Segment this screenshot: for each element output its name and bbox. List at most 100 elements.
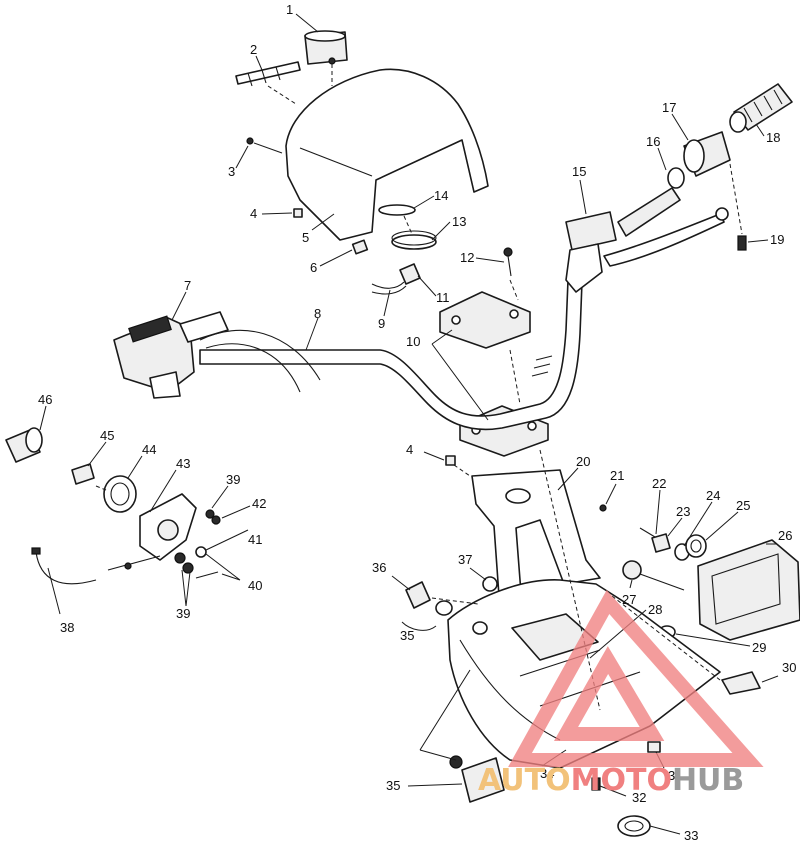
callout-44: 44 xyxy=(142,442,156,457)
callout-36: 36 xyxy=(372,560,386,575)
callout-19: 19 xyxy=(770,232,784,247)
callout-labels: 1 2 3 4 5 6 7 8 9 10 11 12 13 14 15 16 1… xyxy=(38,2,796,843)
callout-4-upper: 4 xyxy=(250,206,257,221)
part-36-switch-upper xyxy=(405,581,453,616)
part-39-nut-lower xyxy=(174,552,194,574)
part-4-nut-lower xyxy=(445,455,456,466)
part-4-nut-upper xyxy=(293,208,303,218)
part-41-washer xyxy=(195,546,207,558)
callout-18: 18 xyxy=(766,130,780,145)
part-2-clip-strip xyxy=(235,61,301,87)
callout-35-upper: 35 xyxy=(400,628,414,643)
callout-37: 37 xyxy=(458,552,472,567)
part-23-spring xyxy=(651,533,671,553)
callout-33: 33 xyxy=(684,828,698,843)
callout-39-lower: 39 xyxy=(176,606,190,621)
part-27-adjuster-gear xyxy=(622,560,685,591)
callout-16: 16 xyxy=(646,134,660,149)
callout-28: 28 xyxy=(648,602,662,617)
callout-23: 23 xyxy=(676,504,690,519)
watermark-text: AUTOMOTOHUB xyxy=(478,763,744,798)
leader-lines xyxy=(39,13,779,835)
part-11-bulb-socket xyxy=(399,263,421,285)
callout-41: 41 xyxy=(248,532,262,547)
callout-6: 6 xyxy=(310,260,317,275)
part-8-handlebar xyxy=(199,279,583,431)
part-16-grip-sleeve xyxy=(617,167,685,237)
assembly-lines xyxy=(95,64,743,711)
callout-13: 13 xyxy=(452,214,466,229)
part-44-ring xyxy=(103,475,137,513)
callout-25: 25 xyxy=(736,498,750,513)
callout-24: 24 xyxy=(706,488,720,503)
part-39-nut-upper xyxy=(205,509,221,525)
part-9-wire xyxy=(371,281,407,295)
callout-39-upper: 39 xyxy=(226,472,240,487)
callout-46: 46 xyxy=(38,392,52,407)
callout-5: 5 xyxy=(302,230,309,245)
callout-26: 26 xyxy=(778,528,792,543)
automotohub-watermark: AUTOMOTOHUB xyxy=(478,589,764,798)
part-13-bezel-ring xyxy=(391,230,437,250)
callout-11: 11 xyxy=(436,290,450,305)
callout-38: 38 xyxy=(60,620,74,635)
watermark-auto: AUTO xyxy=(478,763,571,798)
part-18-hand-grip xyxy=(729,83,793,133)
part-1-cap xyxy=(304,30,348,65)
part-17-throttle-control xyxy=(683,131,731,177)
part-6-connector xyxy=(351,239,369,255)
part-7-throttle-housing xyxy=(113,311,321,399)
part-45-bolt xyxy=(71,463,95,485)
callout-31: 31 xyxy=(668,768,682,783)
callout-30: 30 xyxy=(782,660,796,675)
part-15-master-cylinder xyxy=(565,211,617,293)
part-14-ring xyxy=(378,204,416,216)
callout-32: 32 xyxy=(632,790,646,805)
part-46-cap xyxy=(5,427,43,463)
callout-22: 22 xyxy=(652,476,666,491)
part-19-screw xyxy=(737,235,747,251)
part-26-headlight xyxy=(697,539,800,641)
part-20-mount-bracket xyxy=(471,469,601,611)
callout-7: 7 xyxy=(184,278,191,293)
part-40-screws xyxy=(107,555,219,579)
brake-lever xyxy=(603,207,729,267)
callout-8: 8 xyxy=(314,306,321,321)
watermark-hub: HUB xyxy=(672,763,744,798)
callout-9: 9 xyxy=(378,316,385,331)
callout-40: 40 xyxy=(248,578,262,593)
watermark-moto: MOTO xyxy=(571,763,672,798)
callout-43: 43 xyxy=(176,456,190,471)
part-25-grommet xyxy=(685,534,707,558)
callout-4-lower: 4 xyxy=(406,442,413,457)
part-10-upper-clamp xyxy=(439,291,531,349)
callout-29: 29 xyxy=(752,640,766,655)
callout-14: 14 xyxy=(434,188,448,203)
callout-20: 20 xyxy=(576,454,590,469)
callout-21: 21 xyxy=(610,468,624,483)
callout-12: 12 xyxy=(460,250,474,265)
watermark-triangle-outer xyxy=(508,589,764,767)
part-38-cable xyxy=(31,547,97,585)
watermark-triangle-inner xyxy=(553,646,665,741)
callout-42: 42 xyxy=(252,496,266,511)
part-43-mount-plate xyxy=(139,493,197,561)
part-37-grommet xyxy=(482,576,498,592)
part-31-clip xyxy=(647,741,661,753)
callout-15: 15 xyxy=(572,164,586,179)
callout-2: 2 xyxy=(250,42,257,57)
part-12-bolt xyxy=(503,247,513,277)
part-32-nut xyxy=(591,777,601,791)
callout-35-lower: 35 xyxy=(386,778,400,793)
part-33-hose-clamp xyxy=(617,815,651,837)
callout-3: 3 xyxy=(228,164,235,179)
callout-34: 34 xyxy=(540,766,554,781)
callout-45: 45 xyxy=(100,428,114,443)
callout-1: 1 xyxy=(286,2,293,17)
callout-27: 27 xyxy=(622,592,636,607)
callout-17: 17 xyxy=(662,100,676,115)
part-21-screw xyxy=(599,504,607,512)
part-3-screw xyxy=(246,137,283,154)
